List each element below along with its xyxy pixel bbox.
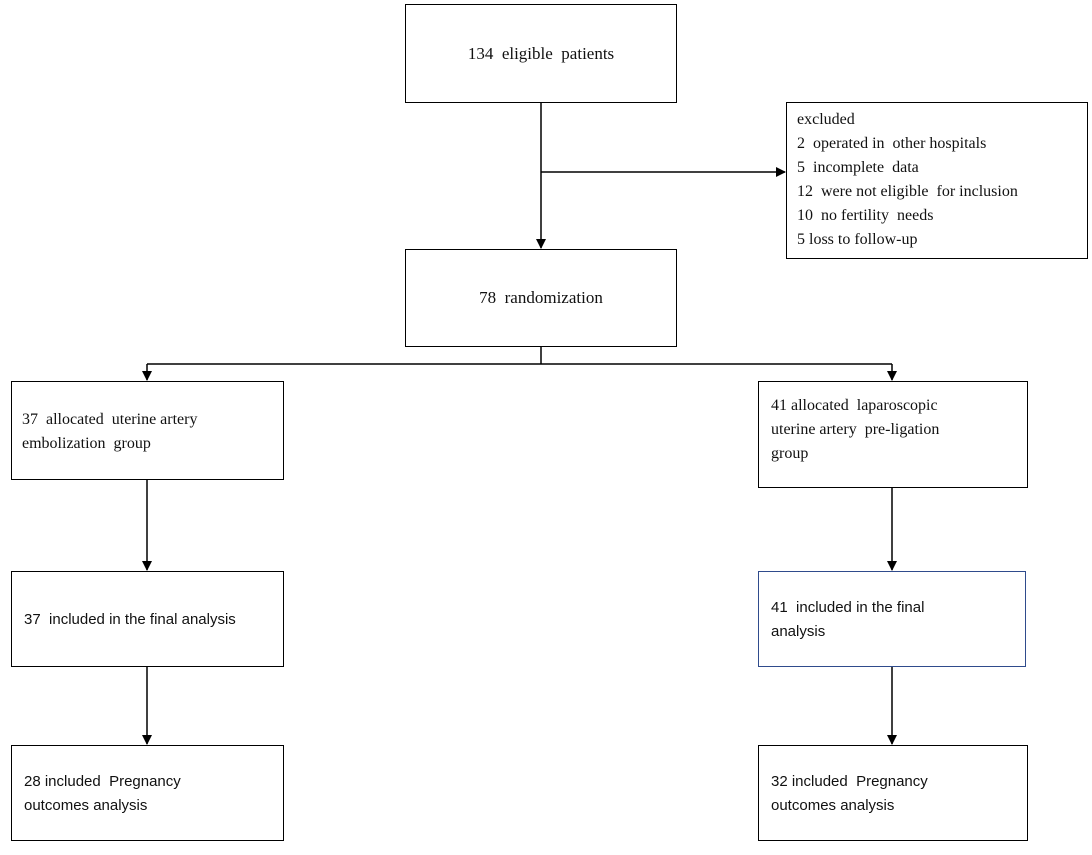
randomization-box: 78 randomization bbox=[405, 249, 677, 347]
right-allocated-line: 41 allocated laparoscopic bbox=[771, 397, 938, 414]
randomization-label: 78 randomization bbox=[479, 288, 603, 307]
left-final-analysis-box: 37 included in the final analysis bbox=[11, 571, 284, 667]
excluded-reason: 5 incomplete data bbox=[797, 159, 919, 176]
eligible-patients-box: 134 eligible patients bbox=[405, 4, 677, 103]
right-final-analysis-line: 41 included in the final bbox=[771, 599, 925, 616]
excluded-reason: 5 loss to follow-up bbox=[797, 231, 918, 248]
left-pregnancy-line: 28 included Pregnancy bbox=[24, 773, 181, 790]
right-pregnancy-line: outcomes analysis bbox=[771, 797, 895, 814]
left-pregnancy-outcomes-box: 28 included Pregnancy outcomes analysis bbox=[11, 745, 284, 841]
right-pregnancy-line: 32 included Pregnancy bbox=[771, 773, 928, 790]
right-final-analysis-box: 41 included in the final analysis bbox=[758, 571, 1026, 667]
eligible-patients-label: 134 eligible patients bbox=[467, 43, 615, 63]
left-allocated-box: 37 allocated uterine artery embolization… bbox=[11, 381, 284, 480]
left-allocated-line: embolization group bbox=[22, 435, 151, 452]
left-final-analysis-label: 37 included in the final analysis bbox=[24, 611, 236, 628]
excluded-reason: 10 no fertility needs bbox=[797, 207, 934, 224]
excluded-reason: 12 were not eligible for inclusion bbox=[797, 183, 1018, 200]
excluded-reason: 2 operated in other hospitals bbox=[797, 135, 987, 152]
right-pregnancy-outcomes-box: 32 included Pregnancy outcomes analysis bbox=[758, 745, 1028, 841]
right-allocated-line: group bbox=[771, 445, 809, 462]
right-allocated-line: uterine artery pre-ligation bbox=[771, 421, 940, 438]
excluded-title: excluded bbox=[797, 111, 855, 128]
excluded-box: excluded 2 operated in other hospitals 5… bbox=[786, 102, 1088, 259]
left-pregnancy-line: outcomes analysis bbox=[24, 797, 148, 814]
right-allocated-box: 41 allocated laparoscopic uterine artery… bbox=[758, 381, 1028, 488]
left-allocated-line: 37 allocated uterine artery bbox=[22, 411, 198, 428]
right-final-analysis-line: analysis bbox=[771, 623, 826, 640]
